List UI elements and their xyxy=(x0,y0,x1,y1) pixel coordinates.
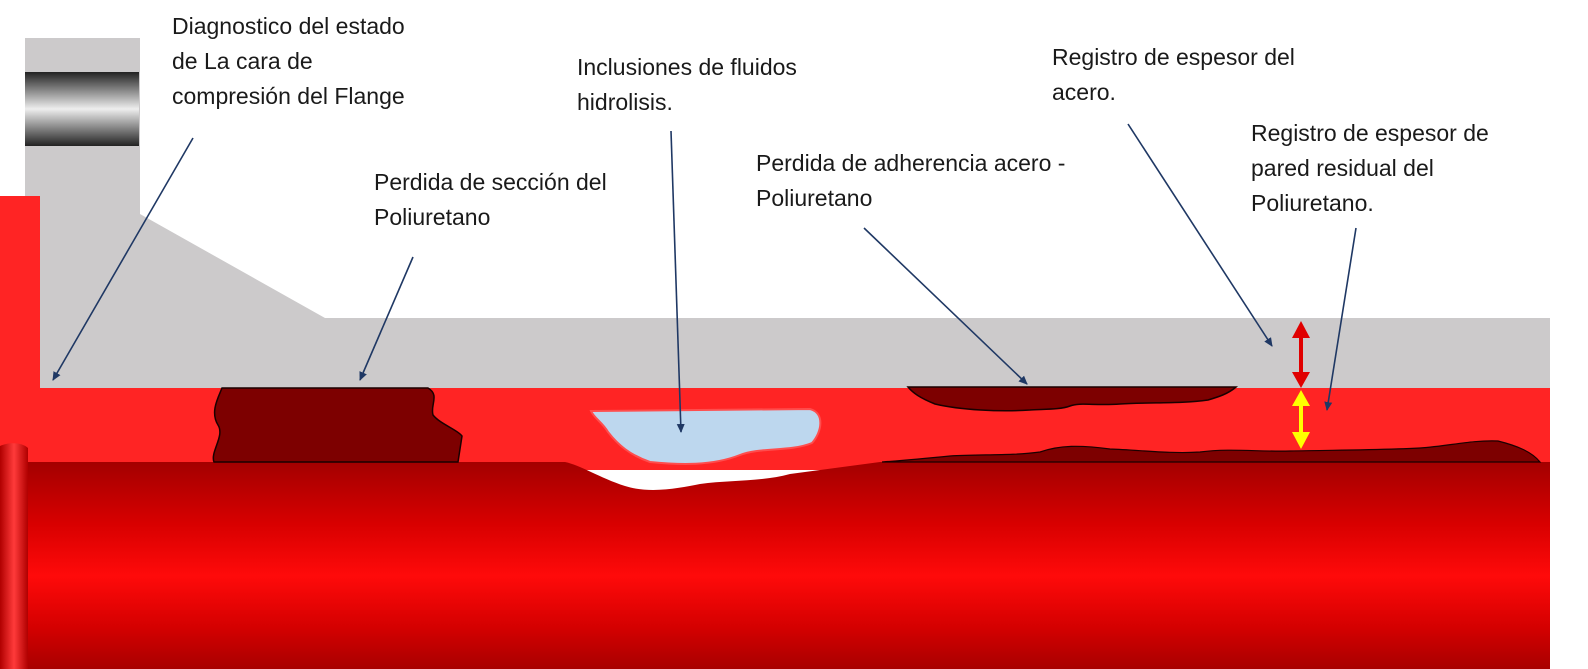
steel-thickness-label: Registro de espesor del acero. xyxy=(1052,40,1295,110)
section-loss-label-line: Perdida de sección del xyxy=(374,169,607,195)
flange-face-label: Diagnostico del estado de La cara de com… xyxy=(172,9,405,114)
fluid-inclusions-label-line: Inclusiones de fluidos xyxy=(577,54,797,80)
flange-face-pointer xyxy=(52,137,194,381)
steel-flange-body xyxy=(25,38,1550,388)
section-loss-label-line: Poliuretano xyxy=(374,204,491,230)
steel-thickness-pointer xyxy=(1127,123,1273,347)
steel-thickness-arrow xyxy=(1292,321,1310,388)
residual-wall-label-line: Poliuretano. xyxy=(1251,190,1374,216)
flange-face-label-line: de La cara de xyxy=(172,48,313,74)
residual-wall-label-line: pared residual del xyxy=(1251,155,1434,181)
section-loss-pointer xyxy=(359,256,414,381)
flange-bolt xyxy=(25,72,139,146)
adhesion-loss-label-line: Perdida de adherencia acero - xyxy=(756,150,1066,176)
flange-face-label-line: compresión del Flange xyxy=(172,83,405,109)
flange-rod xyxy=(0,443,28,669)
section-loss-label: Perdida de sección del Poliuretano xyxy=(374,165,607,235)
residual-wall-arrow xyxy=(1292,390,1310,449)
pipe-body xyxy=(0,462,1550,669)
adhesion-loss-pointer xyxy=(863,227,1028,385)
fluid-inclusions-label-line: hidrolisis. xyxy=(577,89,673,115)
fluid-inclusions-label: Inclusiones de fluidos hidrolisis. xyxy=(577,50,797,120)
adhesion-loss-defect xyxy=(906,386,1238,412)
fluid-inclusion-defect xyxy=(589,407,822,465)
section-loss-defect xyxy=(212,387,463,463)
residual-wall-label: Registro de espesor de pared residual de… xyxy=(1251,116,1489,221)
adhesion-loss-label-line: Poliuretano xyxy=(756,185,873,211)
residual-wall-pointer xyxy=(1324,227,1357,411)
flange-face-label-line: Diagnostico del estado xyxy=(172,13,405,39)
fluid-inclusion-pointer xyxy=(670,130,685,433)
adhesion-loss-label: Perdida de adherencia acero - Poliuretan… xyxy=(756,146,1065,216)
steel-thickness-label-line: acero. xyxy=(1052,79,1116,105)
residual-wall-label-line: Registro de espesor de xyxy=(1251,120,1489,146)
residual-wall-band xyxy=(881,440,1542,463)
steel-thickness-label-line: Registro de espesor del xyxy=(1052,44,1295,70)
